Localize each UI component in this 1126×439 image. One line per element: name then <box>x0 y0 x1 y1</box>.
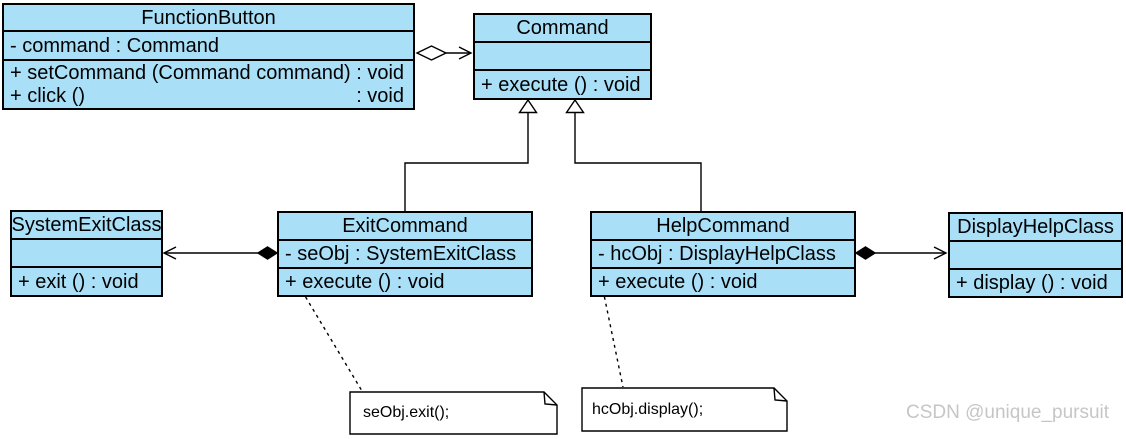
class-helpcommand: HelpCommand - hcObj : DisplayHelpClass +… <box>590 211 856 297</box>
class-title: FunctionButton <box>4 5 413 32</box>
attribute: - seObj : SystemExitClass <box>285 243 517 265</box>
note-text: hcObj.display(); <box>592 400 704 418</box>
note-hcobj-display: hcObj.display(); <box>592 388 782 431</box>
methods-compartment: + execute () : void <box>279 269 531 295</box>
attributes-compartment: - seObj : SystemExitClass <box>279 241 531 269</box>
aggregation-diamond-icon <box>415 45 448 61</box>
note-fold-icon <box>773 387 788 402</box>
attribute: - hcObj : DisplayHelpClass <box>598 243 836 265</box>
method-text: + execute () : void <box>598 271 758 293</box>
class-title: ExitCommand <box>279 213 531 241</box>
method-text: + execute () : void <box>481 73 641 96</box>
method-text: + execute () : void <box>285 271 445 293</box>
attributes-compartment <box>475 43 650 71</box>
method-text: + click () <box>10 85 85 108</box>
aggregation-functionbutton-command <box>415 45 473 61</box>
class-displayhelpclass: DisplayHelpClass + display () : void <box>948 212 1123 298</box>
composition-diamond-icon <box>256 246 279 260</box>
class-command: Command + execute () : void <box>473 13 652 100</box>
method-text: + display () : void <box>956 272 1108 294</box>
method: + display () : void <box>956 273 1121 293</box>
methods-compartment: + execute () : void <box>475 71 650 98</box>
attributes-compartment <box>12 240 161 268</box>
note-anchor-exitcommand <box>301 290 363 392</box>
class-exitcommand: ExitCommand - seObj : SystemExitClass + … <box>277 211 533 297</box>
composition-exitcommand-systemexitclass <box>162 246 279 260</box>
generalization-exitcommand-command <box>404 98 538 211</box>
method: + execute () : void <box>598 272 854 292</box>
method: + execute () : void <box>481 75 650 95</box>
method-text: + setCommand (Command command) : void <box>10 61 405 84</box>
method: + setCommand (Command command) : void <box>10 63 413 83</box>
composition-helpcommand-displayhelpclass <box>854 246 948 260</box>
methods-compartment: + setCommand (Command command) : void + … <box>4 61 413 108</box>
generalization-helpcommand-command <box>565 98 702 211</box>
open-arrowhead-icon <box>458 46 473 60</box>
attributes-compartment: - hcObj : DisplayHelpClass <box>592 241 854 269</box>
open-arrowhead-icon <box>933 246 948 260</box>
method-return-type: : void <box>356 85 404 108</box>
generalization-triangle-icon <box>565 98 585 114</box>
class-name: SystemExitClass <box>11 214 162 236</box>
note-seobj-exit: seObj.exit(); <box>363 392 553 434</box>
class-title: SystemExitClass <box>11 212 162 240</box>
methods-compartment: + display () : void <box>950 270 1121 296</box>
class-name: Command <box>516 17 609 39</box>
class-systemexitclass: SystemExitClass + exit () : void <box>10 210 163 297</box>
composition-diamond-icon <box>854 246 877 260</box>
attributes-compartment: - command : Command <box>4 32 413 61</box>
attributes-compartment <box>950 242 1121 270</box>
method: + exit () : void <box>18 272 161 292</box>
class-title: Command <box>475 15 650 43</box>
methods-compartment: + exit () : void <box>12 268 161 295</box>
note-shape-hcobj-display <box>581 387 788 432</box>
open-arrowhead-icon <box>162 246 177 260</box>
method: + execute () : void <box>285 272 531 292</box>
class-name: HelpCommand <box>656 215 790 237</box>
watermark: CSDN @unique_pursuit <box>906 402 1110 423</box>
methods-compartment: + execute () : void <box>592 269 854 295</box>
class-functionbutton: FunctionButton - command : Command + set… <box>2 3 415 110</box>
attribute: - command : Command <box>10 34 219 57</box>
class-name: DisplayHelpClass <box>957 216 1114 238</box>
class-title: HelpCommand <box>592 213 854 241</box>
method: + click () : void <box>10 86 413 106</box>
note-anchor-helpcommand <box>602 289 624 388</box>
class-name: FunctionButton <box>141 6 276 29</box>
method-text: + exit () : void <box>18 270 139 293</box>
class-name: ExitCommand <box>342 215 468 237</box>
note-shape-seobj-exit <box>349 391 558 435</box>
class-title: DisplayHelpClass <box>950 214 1121 242</box>
generalization-triangle-icon <box>518 98 538 114</box>
note-text: seObj.exit(); <box>363 404 450 421</box>
note-fold-icon <box>543 391 558 406</box>
